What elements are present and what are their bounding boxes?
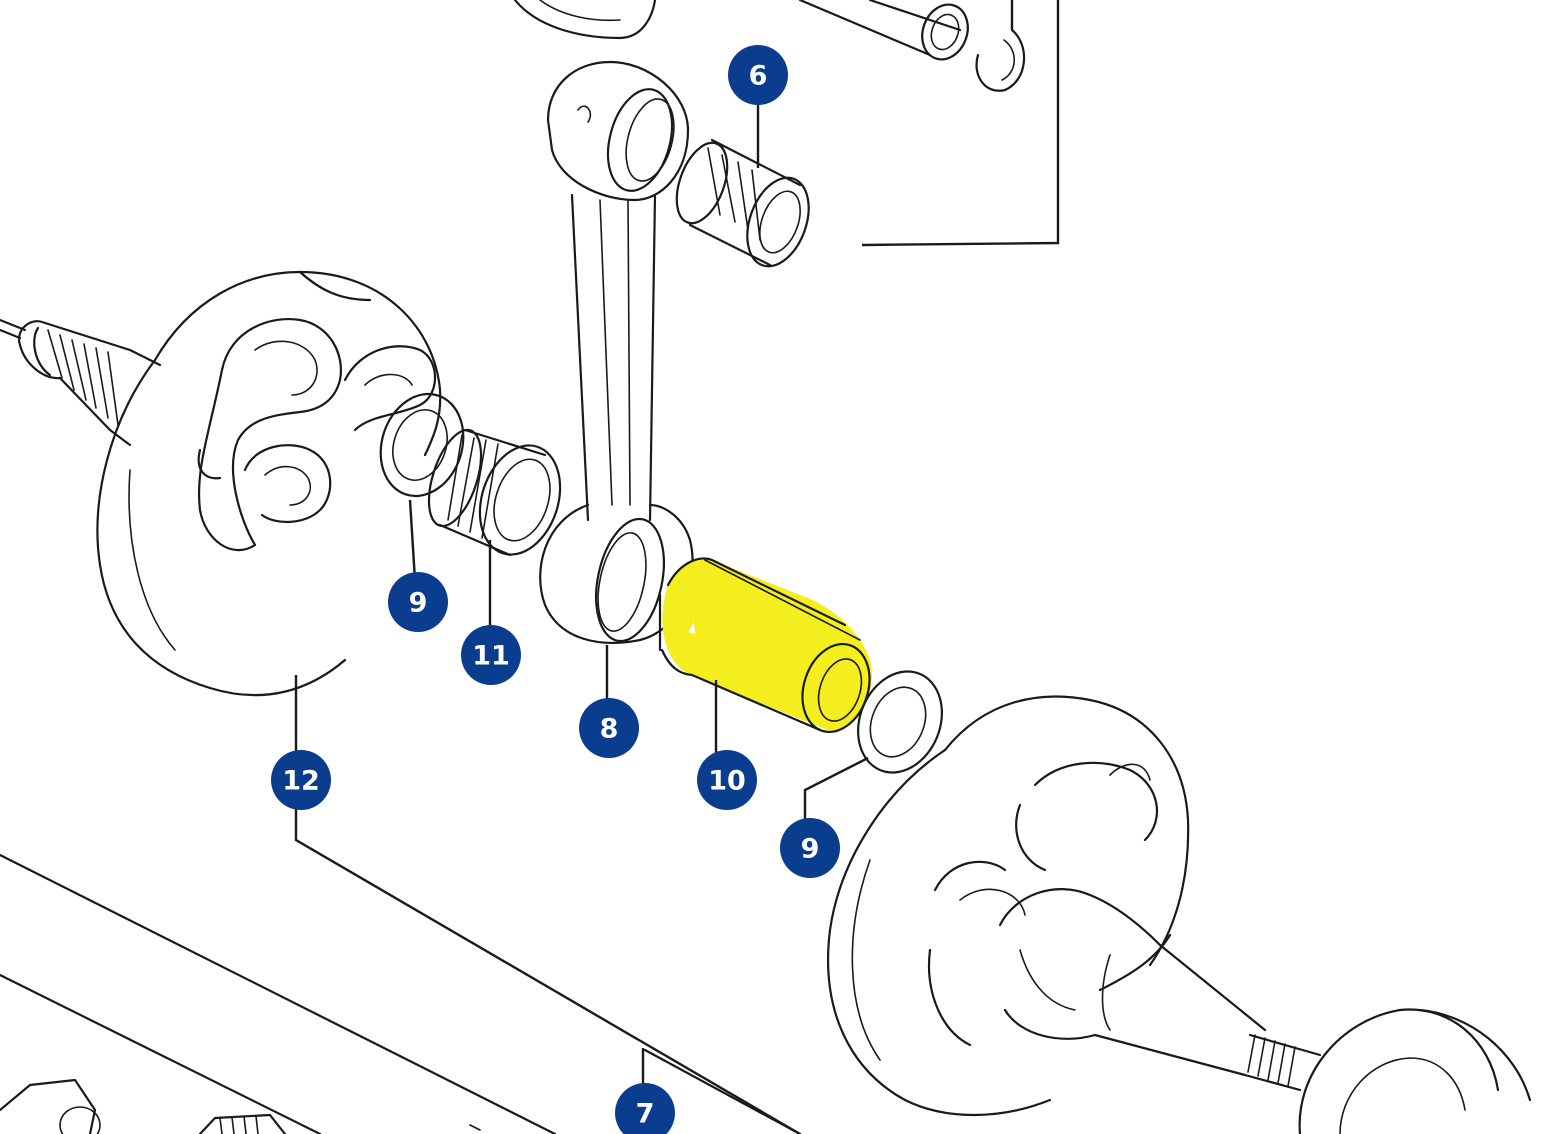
piston-skirt-fragment: [513, 0, 657, 40]
small-end-needle-bearing: [675, 138, 810, 268]
assembly-outline-line-1: [0, 853, 557, 1134]
right-crank-shaft-spline: [1243, 1033, 1322, 1092]
callout-badge: [728, 45, 788, 105]
callout-badge: [615, 1083, 675, 1134]
callout-badge: [461, 625, 521, 685]
callout-badge: [780, 818, 840, 878]
callout-connecting-rod: 8: [579, 698, 639, 758]
piston-pin: [798, 0, 969, 61]
leader-9b: [803, 756, 869, 825]
left-crank-web: [96, 270, 442, 697]
callout-thrust-washer-left: 9: [388, 572, 448, 632]
piston-pin-circlip: [975, 28, 1026, 92]
callout-left-crank-web: 12: [271, 750, 331, 810]
callout-thrust-washer-right: 9: [780, 818, 840, 878]
callout-badge: [388, 572, 448, 632]
big-end-needle-bearing: [427, 428, 562, 557]
callout-label: 9: [409, 588, 428, 619]
callout-label: 12: [282, 766, 320, 797]
right-main-bearing: [1298, 1008, 1532, 1134]
callout-crank-pin: 10: [697, 750, 757, 810]
callout-label: 10: [708, 766, 746, 797]
callout-label: 8: [600, 714, 619, 745]
callout-badge: [271, 750, 331, 810]
callout-label: 7: [636, 1099, 655, 1130]
assembly-outline-dash: [469, 1124, 481, 1131]
callout-label: 11: [472, 641, 510, 672]
callout-group: 6 9 11 8 10 12 9 7: [271, 45, 840, 1134]
thrust-washer-left: [379, 392, 465, 498]
crank-pin: [658, 557, 872, 734]
callout-small-end-needle-bearing: 6: [728, 45, 788, 105]
bottom-spline-fragment: [198, 1113, 287, 1134]
leader-12-bottom: [294, 805, 801, 1134]
connecting-rod: [539, 60, 694, 644]
callout-crankshaft-assembly: 7: [615, 1083, 675, 1134]
callout-big-end-needle-bearing: 11: [461, 625, 521, 685]
assembly-outline-line-2: [0, 973, 322, 1134]
bottom-left-nut: [0, 1078, 101, 1134]
callout-label: 9: [801, 834, 820, 865]
callout-badge: [579, 698, 639, 758]
right-crank-web: [826, 695, 1267, 1117]
leader-9a: [408, 499, 417, 581]
thrust-washer-right: [857, 670, 943, 774]
group-bracket-line: [861, 0, 1060, 247]
left-crank-shaft-spline: [0, 318, 162, 447]
callout-label: 6: [749, 61, 768, 92]
callout-badge: [697, 750, 757, 810]
